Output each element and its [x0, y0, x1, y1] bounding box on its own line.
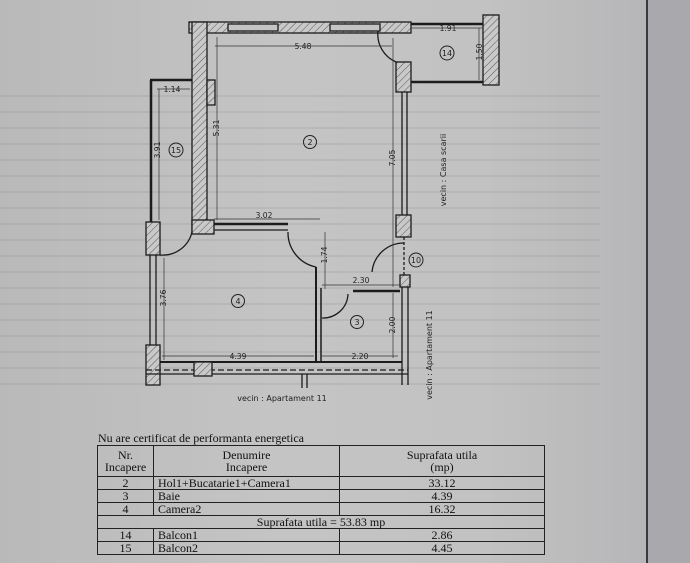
svg-text:14: 14: [442, 49, 452, 58]
cell-nr: 2: [97, 476, 154, 490]
svg-text:2: 2: [307, 138, 312, 147]
cell-nr: 3: [97, 489, 154, 503]
svg-text:1.91: 1.91: [440, 24, 457, 33]
neighbor-label-bottom: vecin : Apartament 11: [237, 394, 327, 403]
table-row: 3 Baie 4.39: [97, 489, 545, 503]
header-area: Suprafata utila(mp): [339, 445, 545, 477]
svg-text:5.48: 5.48: [295, 42, 312, 51]
total-row: Suprafata utila = 53.83 mp: [97, 515, 545, 529]
background-shadow: [648, 0, 690, 563]
room-marker-15: 15: [168, 142, 184, 158]
neighbor-label-right-upper: vecin : Casa scarii: [439, 134, 448, 206]
cell-name: Camera2: [153, 502, 340, 516]
svg-text:2.20: 2.20: [352, 352, 369, 361]
energy-certificate-note: Nu are certificat de performanta energet…: [98, 431, 304, 445]
dimension-labels: 5.48 1.91 1.50 1.14 3.91 5.31 7.05 3.02 …: [153, 24, 484, 361]
svg-text:10: 10: [411, 256, 421, 265]
neighbor-label-right-lower: vecin : Apartament 11: [425, 310, 434, 400]
cell-name: Baie: [153, 489, 340, 503]
svg-text:1.14: 1.14: [164, 85, 181, 94]
total-area: Suprafata utila = 53.83 mp: [97, 515, 545, 529]
cell-area: 2.86: [339, 528, 545, 542]
svg-text:1.74: 1.74: [320, 246, 329, 263]
room-marker-2: 2: [303, 135, 317, 149]
cell-area: 33.12: [339, 476, 545, 490]
svg-text:2.00: 2.00: [388, 316, 397, 333]
cell-name: Balcon1: [153, 528, 340, 542]
table-row: 14 Balcon1 2.86: [97, 528, 545, 542]
header-nr: Nr.Incapere: [97, 445, 154, 477]
cell-nr: 14: [97, 528, 154, 542]
room-marker-14: 14: [439, 45, 455, 61]
svg-text:3: 3: [354, 318, 359, 327]
table-row: 4 Camera2 16.32: [97, 502, 545, 516]
cell-area: 4.45: [339, 541, 545, 555]
room-marker-4: 4: [231, 294, 245, 308]
paper-edge: [646, 0, 648, 563]
cell-nr: 15: [97, 541, 154, 555]
floor-plan: 2 3 4 14 15 10 5.48 1.91 1.50 1.14 3.91 …: [145, 14, 500, 403]
svg-text:4: 4: [235, 297, 240, 306]
room-marker-3: 3: [350, 315, 364, 329]
svg-text:3.91: 3.91: [153, 141, 162, 158]
cell-name: Hol1+Bucatarie1+Camera1: [153, 476, 340, 490]
bleed-through-text: [0, 85, 600, 385]
svg-text:3.02: 3.02: [256, 211, 273, 220]
entrance-marker-10: 10: [408, 252, 424, 268]
cell-name: Balcon2: [153, 541, 340, 555]
table-row: 2 Hol1+Bucatarie1+Camera1 33.12: [97, 476, 545, 490]
room-labels: 2 3 4 14 15 10: [168, 45, 455, 329]
table-row: 15 Balcon2 4.45: [97, 541, 545, 555]
svg-text:3.76: 3.76: [159, 289, 168, 306]
svg-text:7.05: 7.05: [388, 149, 397, 166]
cell-area: 4.39: [339, 489, 545, 503]
cell-area: 16.32: [339, 502, 545, 516]
svg-text:2.30: 2.30: [353, 276, 370, 285]
svg-text:1.50: 1.50: [475, 43, 484, 60]
svg-text:15: 15: [171, 146, 181, 155]
cell-nr: 4: [97, 502, 154, 516]
svg-text:4.39: 4.39: [230, 352, 247, 361]
svg-text:5.31: 5.31: [212, 119, 221, 136]
